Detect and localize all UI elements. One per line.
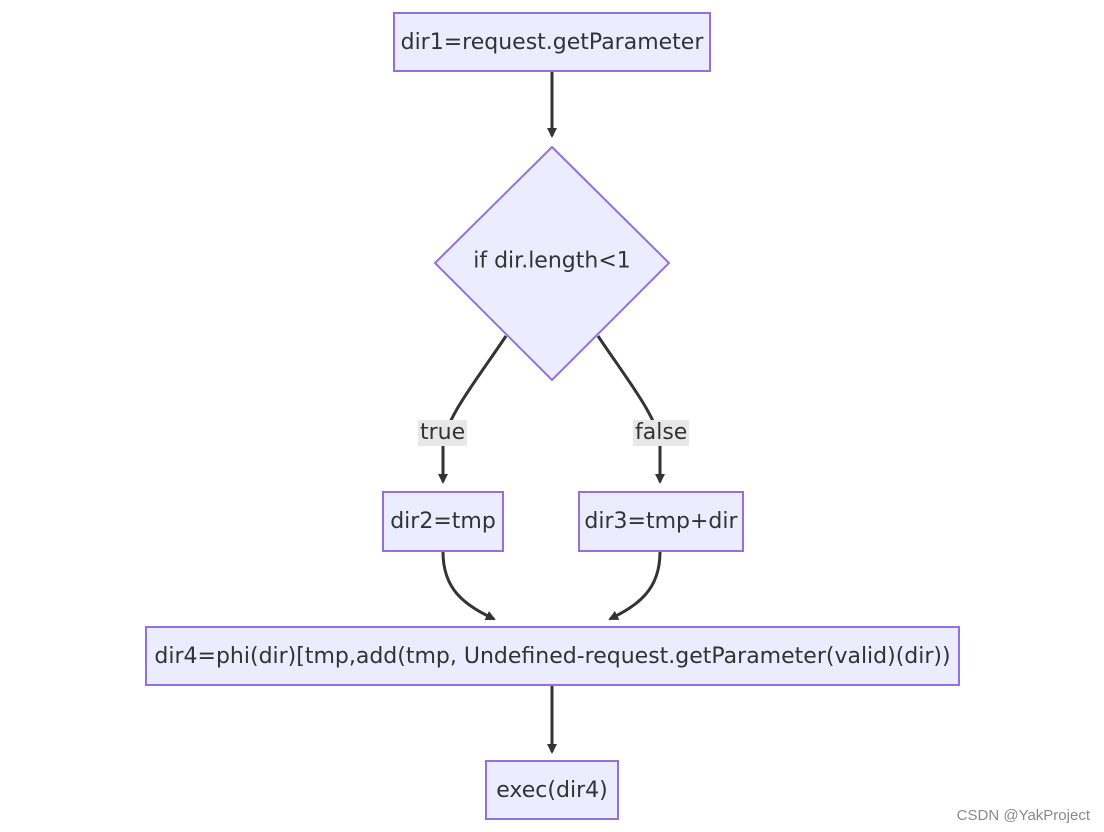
edge-true-to-merge — [441, 551, 496, 621]
edge-label-false: false — [633, 420, 690, 446]
node-decision-label: if dir.length<1 — [473, 248, 631, 274]
node-branch-false: dir3=tmp+dir — [578, 491, 744, 552]
edge-decision-to-false — [596, 335, 665, 484]
node-merge: dir4=phi(dir)[tmp,add(tmp, Undefined-req… — [145, 626, 960, 686]
watermark-text: CSDN @YakProject — [956, 807, 1090, 824]
node-branch-true: dir2=tmp — [382, 491, 504, 552]
node-start: dir1=request.getParameter — [393, 12, 711, 72]
edge-label-true: true — [418, 420, 468, 446]
edge-false-to-merge — [608, 551, 662, 621]
decision-diamond — [433, 145, 671, 382]
edge-decision-to-true — [438, 335, 508, 484]
node-end: exec(dir4) — [485, 760, 619, 820]
